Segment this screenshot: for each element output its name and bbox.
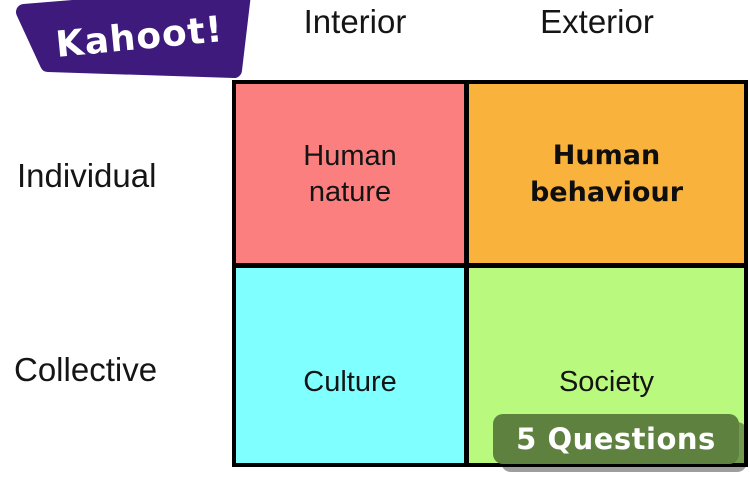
question-count-badge: 5 Questions — [493, 414, 739, 464]
row-header-individual: Individual — [17, 157, 157, 194]
quadrant-culture: Culture — [236, 268, 464, 463]
quadrant-label: Human nature — [303, 139, 397, 208]
quadrant-human-behaviour: Human behaviour — [469, 84, 744, 263]
kahoot-logo-banner — [16, 0, 251, 78]
quadrant-label: Culture — [303, 365, 397, 398]
column-header-interior: Interior — [303, 3, 407, 40]
quadrant-label: Society — [558, 365, 655, 398]
column-header-exterior: Exterior — [540, 3, 654, 40]
quadrant-label: Human behaviour — [529, 139, 684, 208]
row-header-collective: Collective — [14, 351, 158, 388]
quadrant-grid: Human nature Human behaviour Culture Soc… — [232, 80, 748, 467]
quadrant-human-nature: Human nature — [236, 84, 464, 263]
